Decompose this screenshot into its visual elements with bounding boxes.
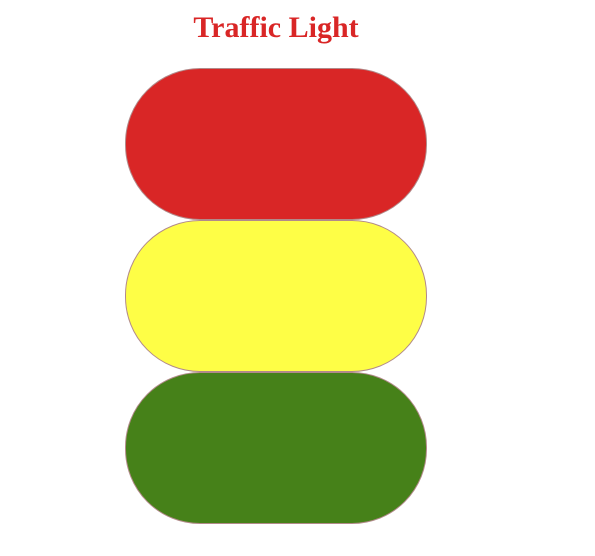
green-light [125, 372, 427, 524]
yellow-light [125, 220, 427, 372]
traffic-light [125, 68, 427, 524]
red-light [125, 68, 427, 220]
page-title: Traffic Light [193, 11, 359, 44]
